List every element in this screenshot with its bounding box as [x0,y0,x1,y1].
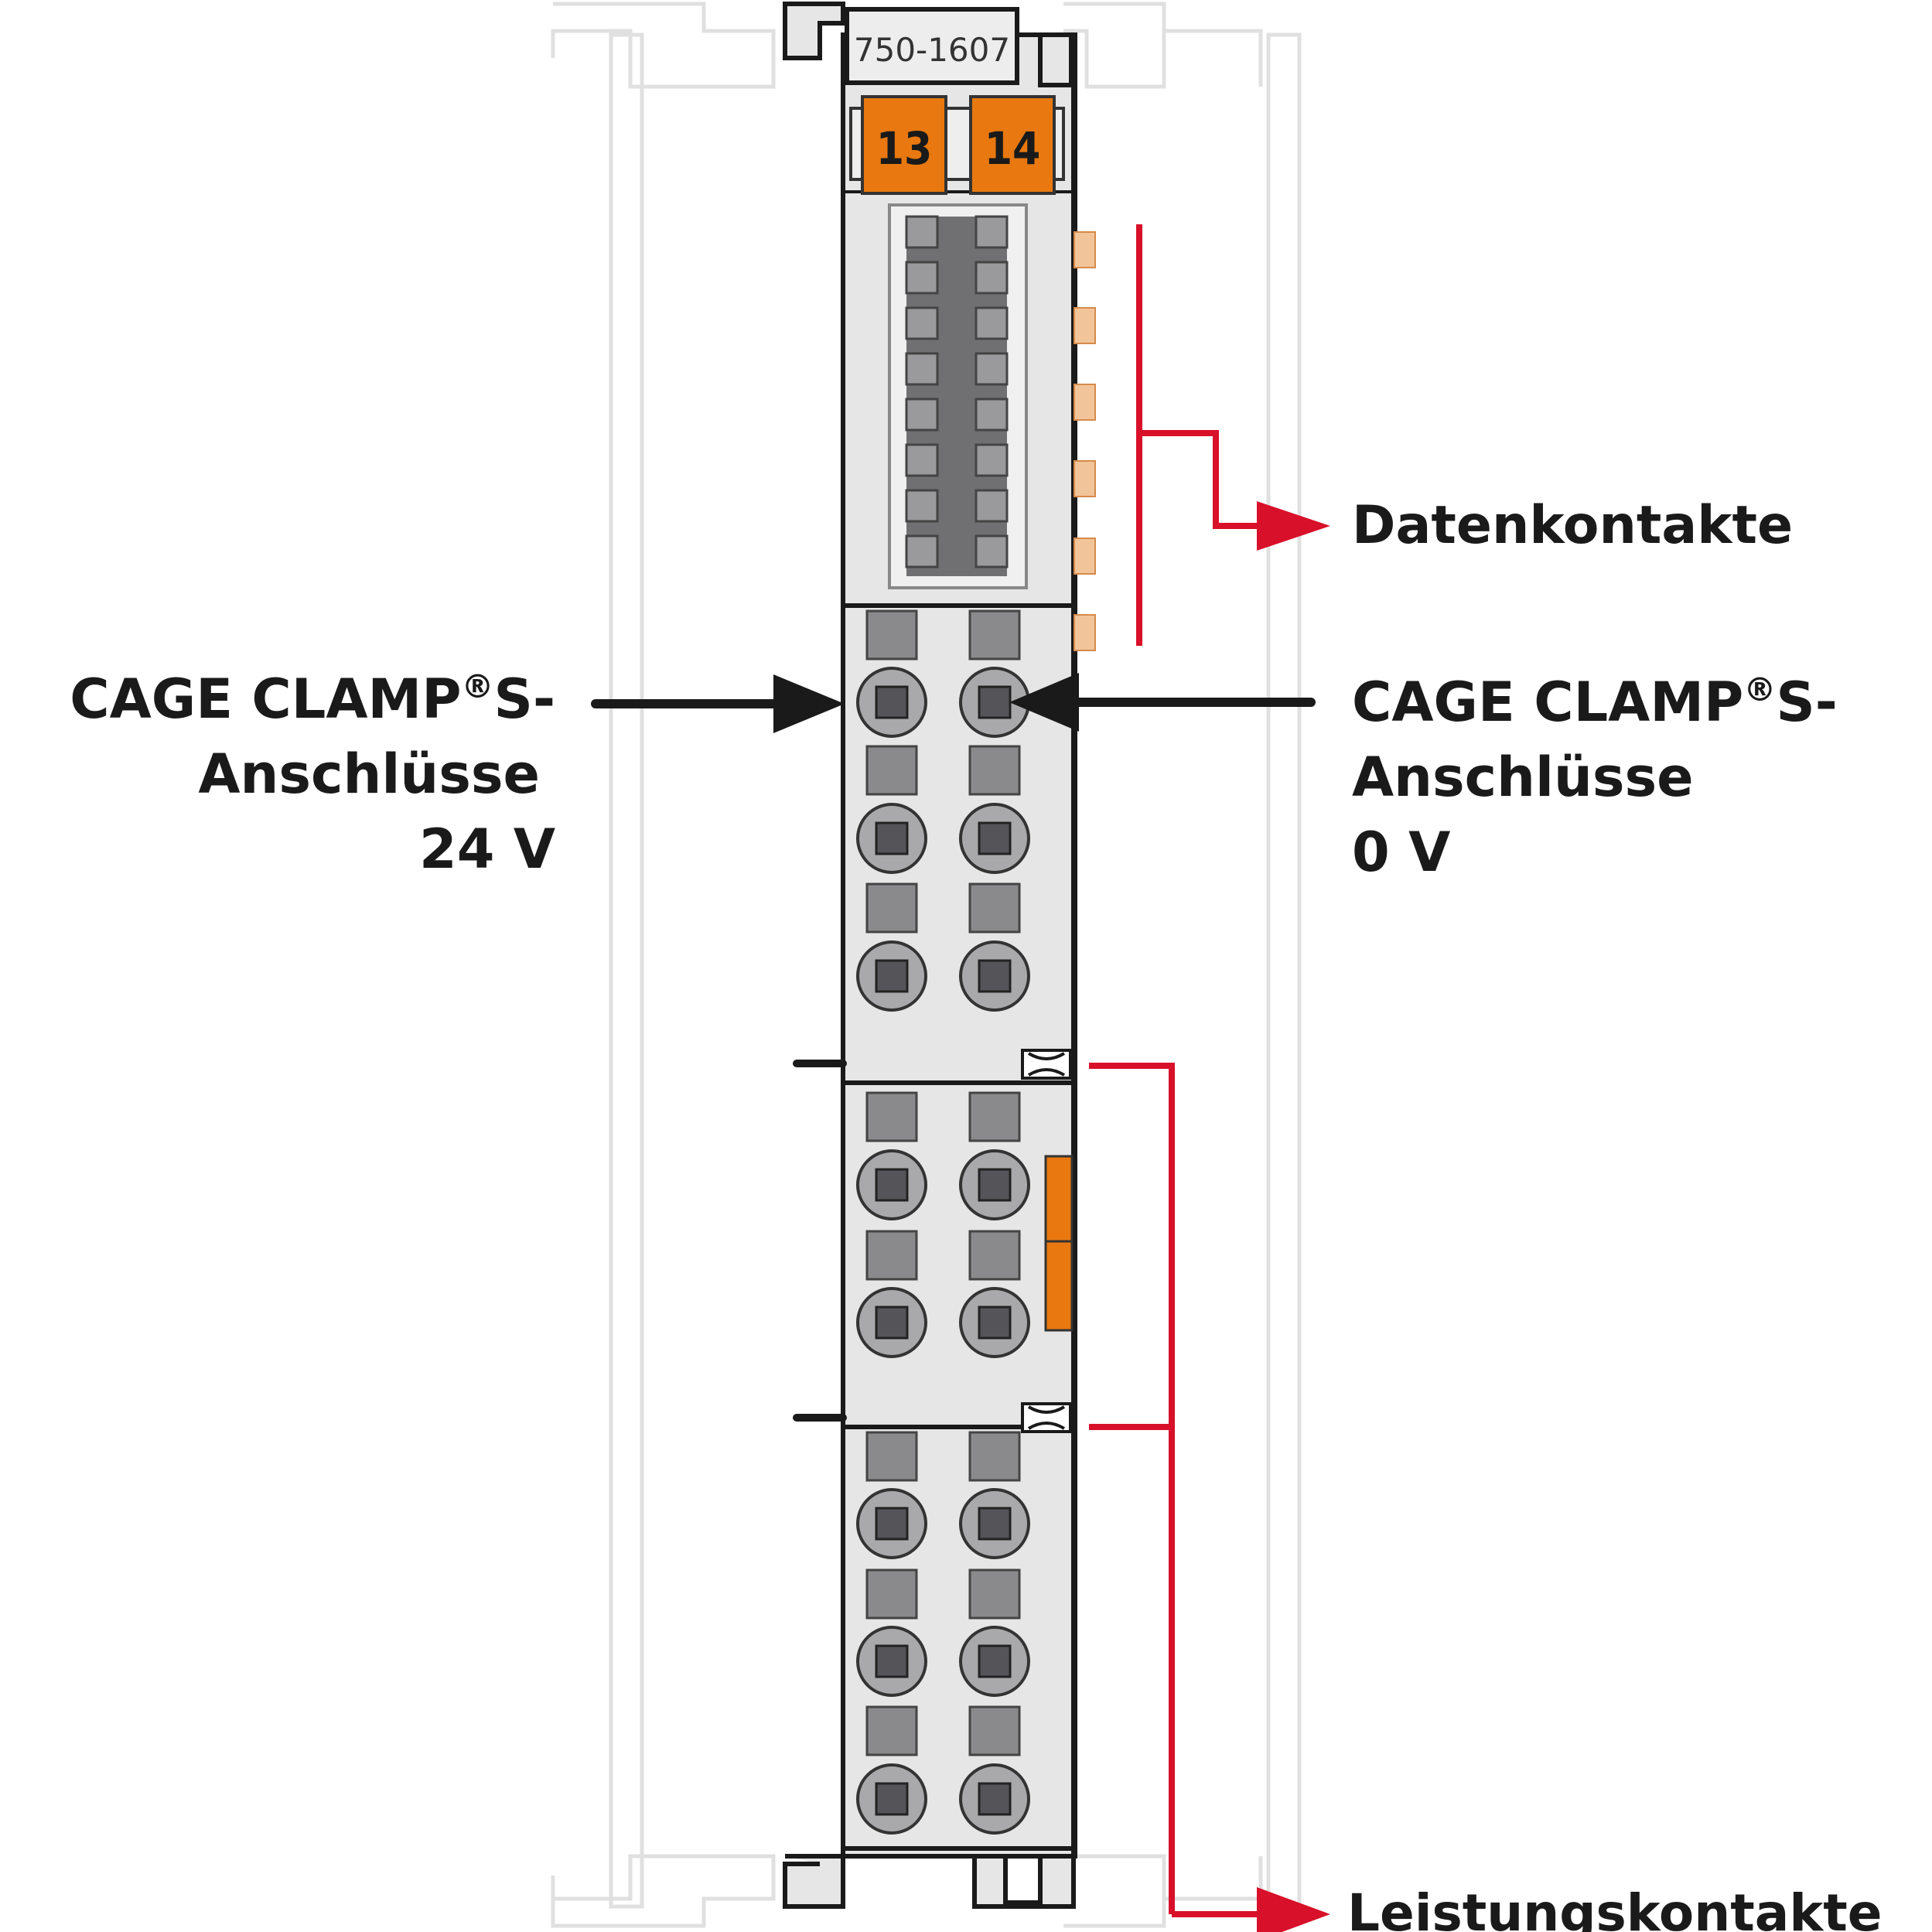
cage-clamp-terminals [856,609,1030,1835]
terminal-release-slot [968,1431,1021,1482]
power-jumper-upper [1044,1155,1074,1243]
led-indicator-left [905,398,939,432]
top-locking-tab [783,2,845,60]
terminal-release-slot [865,1431,918,1482]
led-indicator-left [905,215,939,249]
data-contacts-arrow [1257,501,1330,551]
right-clamp-label: CAGE CLAMP®S- Anschlüsse 0 V [1352,671,1838,884]
clamp-entry-square [978,959,1012,993]
clamp-entry-square [978,1782,1012,1816]
led-indicator-right [975,215,1009,249]
part-number-plate [845,7,1019,85]
led-14-number: 14 [985,122,1041,175]
terminal-release-slot [865,609,918,660]
led-indicator-right [975,534,1009,568]
clamp-entry-square [978,1306,1012,1340]
data-contact-pad [1074,231,1096,268]
left-clamp-arrow-head [773,674,845,733]
bottom-locking-tab-left [783,1854,845,1909]
part-number: 750-1607 [854,31,1010,69]
terminal-release-slot [968,1568,1021,1620]
clamp-entry-square [875,1782,909,1816]
terminal-release-slot [865,882,918,934]
led-13-window [861,95,947,195]
data-contact-pad [1074,384,1096,421]
data-contacts-bracket [1136,224,1268,646]
led-indicator-right [975,352,1009,386]
power-contacts-bracket [1089,1063,1268,1917]
clamp-entry-square [875,1168,909,1202]
left-clamp-line3: 24 V [419,818,555,881]
module-right-edge [1071,35,1074,1856]
terminal-release-slot [865,1230,918,1281]
left-clamp-label: CAGE CLAMP®S- Anschlüsse 24 V [70,667,555,881]
data-contact-pad [1074,307,1096,344]
left-clamp-line1: CAGE CLAMP®S- [70,667,555,731]
clamp-entry-square [978,1507,1012,1541]
led-indicator-left [905,489,939,523]
led-indicator-left [905,534,939,568]
led-indicator-right [975,443,1009,477]
clamp-entry-square [875,1644,909,1678]
clamp-entry-square [978,685,1012,719]
led-13-number: 13 [876,122,933,175]
right-top-pillar [1038,32,1074,87]
led-indicator-left [905,352,939,386]
led-14-window [969,95,1056,195]
right-clamp-arrow-head [1009,673,1079,732]
data-contact-pad [1074,614,1096,651]
led-status-block [888,203,1028,589]
left-clamp-line2: Anschlüsse [198,742,540,806]
terminal-release-slot [865,1568,918,1620]
led-indicator-right [975,306,1009,340]
power-contacts-arrow [1257,1887,1330,1932]
led-indicator-left [905,261,939,295]
clamp-entry-square [875,685,909,719]
right-clamp-line1: CAGE CLAMP®S- [1352,671,1838,734]
data-contact-pad [1074,460,1096,497]
led-indicator-left [905,443,939,477]
terminal-release-slot [968,882,1021,934]
data-contacts-label: Datenkontakte [1352,495,1793,556]
terminal-release-slot [968,1091,1021,1142]
terminal-release-slot [865,1091,918,1142]
clamp-entry-square [875,1306,909,1340]
data-contact-pad [1074,538,1096,575]
clamp-entry-square [875,959,909,993]
terminal-release-slot [865,745,918,796]
power-contacts-label: Leistungskontakte [1347,1883,1883,1932]
led-indicator-right [975,489,1009,523]
clamp-entry-square [978,1644,1012,1678]
led-indicator-left [905,306,939,340]
bottom-locking-tab-right [972,1854,1076,1909]
clamp-entry-square [978,1168,1012,1202]
clamp-entry-square [875,1507,909,1541]
clamp-entry-square [978,821,1012,855]
terminal-release-slot [968,1705,1021,1756]
clamp-entry-square [875,821,909,855]
led-indicator-right [975,261,1009,295]
right-clamp-line2: Anschlüsse [1352,746,1694,809]
power-jumper-lower [1044,1240,1074,1332]
terminal-release-slot [865,1705,918,1756]
terminal-release-slot [968,745,1021,796]
terminal-release-slot [968,609,1021,660]
right-clamp-line3: 0 V [1352,821,1450,884]
led-indicator-right [975,398,1009,432]
power-contact-clips [1021,1049,1072,1433]
data-contacts [1074,231,1096,651]
terminal-release-slot [968,1230,1021,1281]
